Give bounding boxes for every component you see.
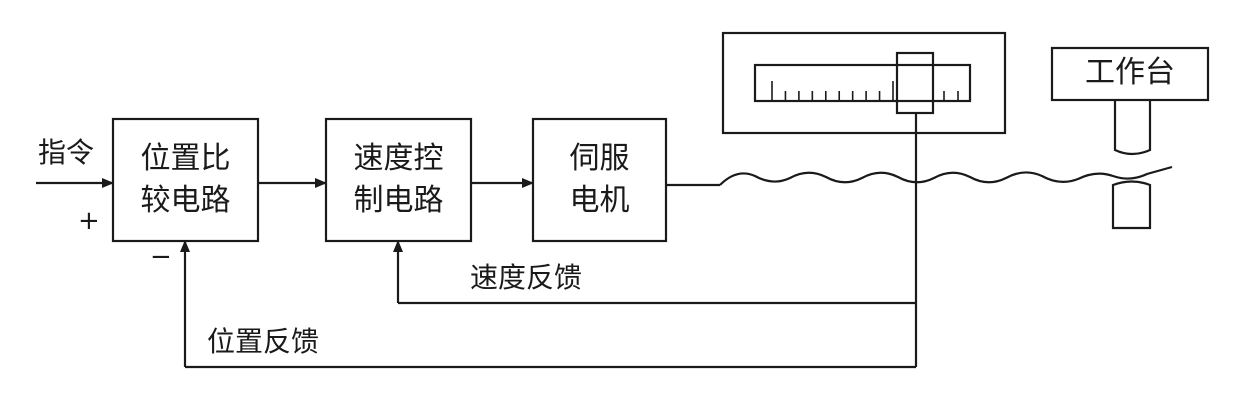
- speed-feedback-label: 速度反馈: [470, 261, 583, 294]
- position-compare-label: 位置比 较电路: [113, 138, 258, 222]
- position-compare-line1: 位置比: [140, 141, 231, 176]
- lead-screw: [719, 165, 1173, 186]
- position-feedback-label: 位置反馈: [207, 325, 320, 358]
- input-label: 指令: [38, 136, 95, 169]
- speed-control-line1: 速度控: [353, 141, 444, 176]
- scale-ticks: [771, 81, 959, 101]
- scale-housing: [721, 31, 1007, 135]
- speed-control-label: 速度控 制电路: [326, 138, 471, 222]
- minus-sign: −: [150, 242, 172, 272]
- servo-motor-line1: 伺服: [569, 141, 630, 176]
- servo-motor-line2: 电机: [569, 183, 630, 218]
- worktable-post-upper: [1113, 100, 1152, 156]
- worktable-label: 工作台: [1085, 55, 1175, 90]
- worktable-box: [1050, 46, 1210, 102]
- reading-head: [895, 51, 935, 115]
- servo-motor-label: 伺服 电机: [533, 138, 666, 222]
- position-compare-line2: 较电路: [140, 183, 231, 218]
- speed-control-line2: 制电路: [353, 183, 444, 218]
- worktable-post-lower: [1111, 180, 1152, 230]
- plus-sign: +: [78, 206, 100, 236]
- scale-bar: [753, 63, 972, 103]
